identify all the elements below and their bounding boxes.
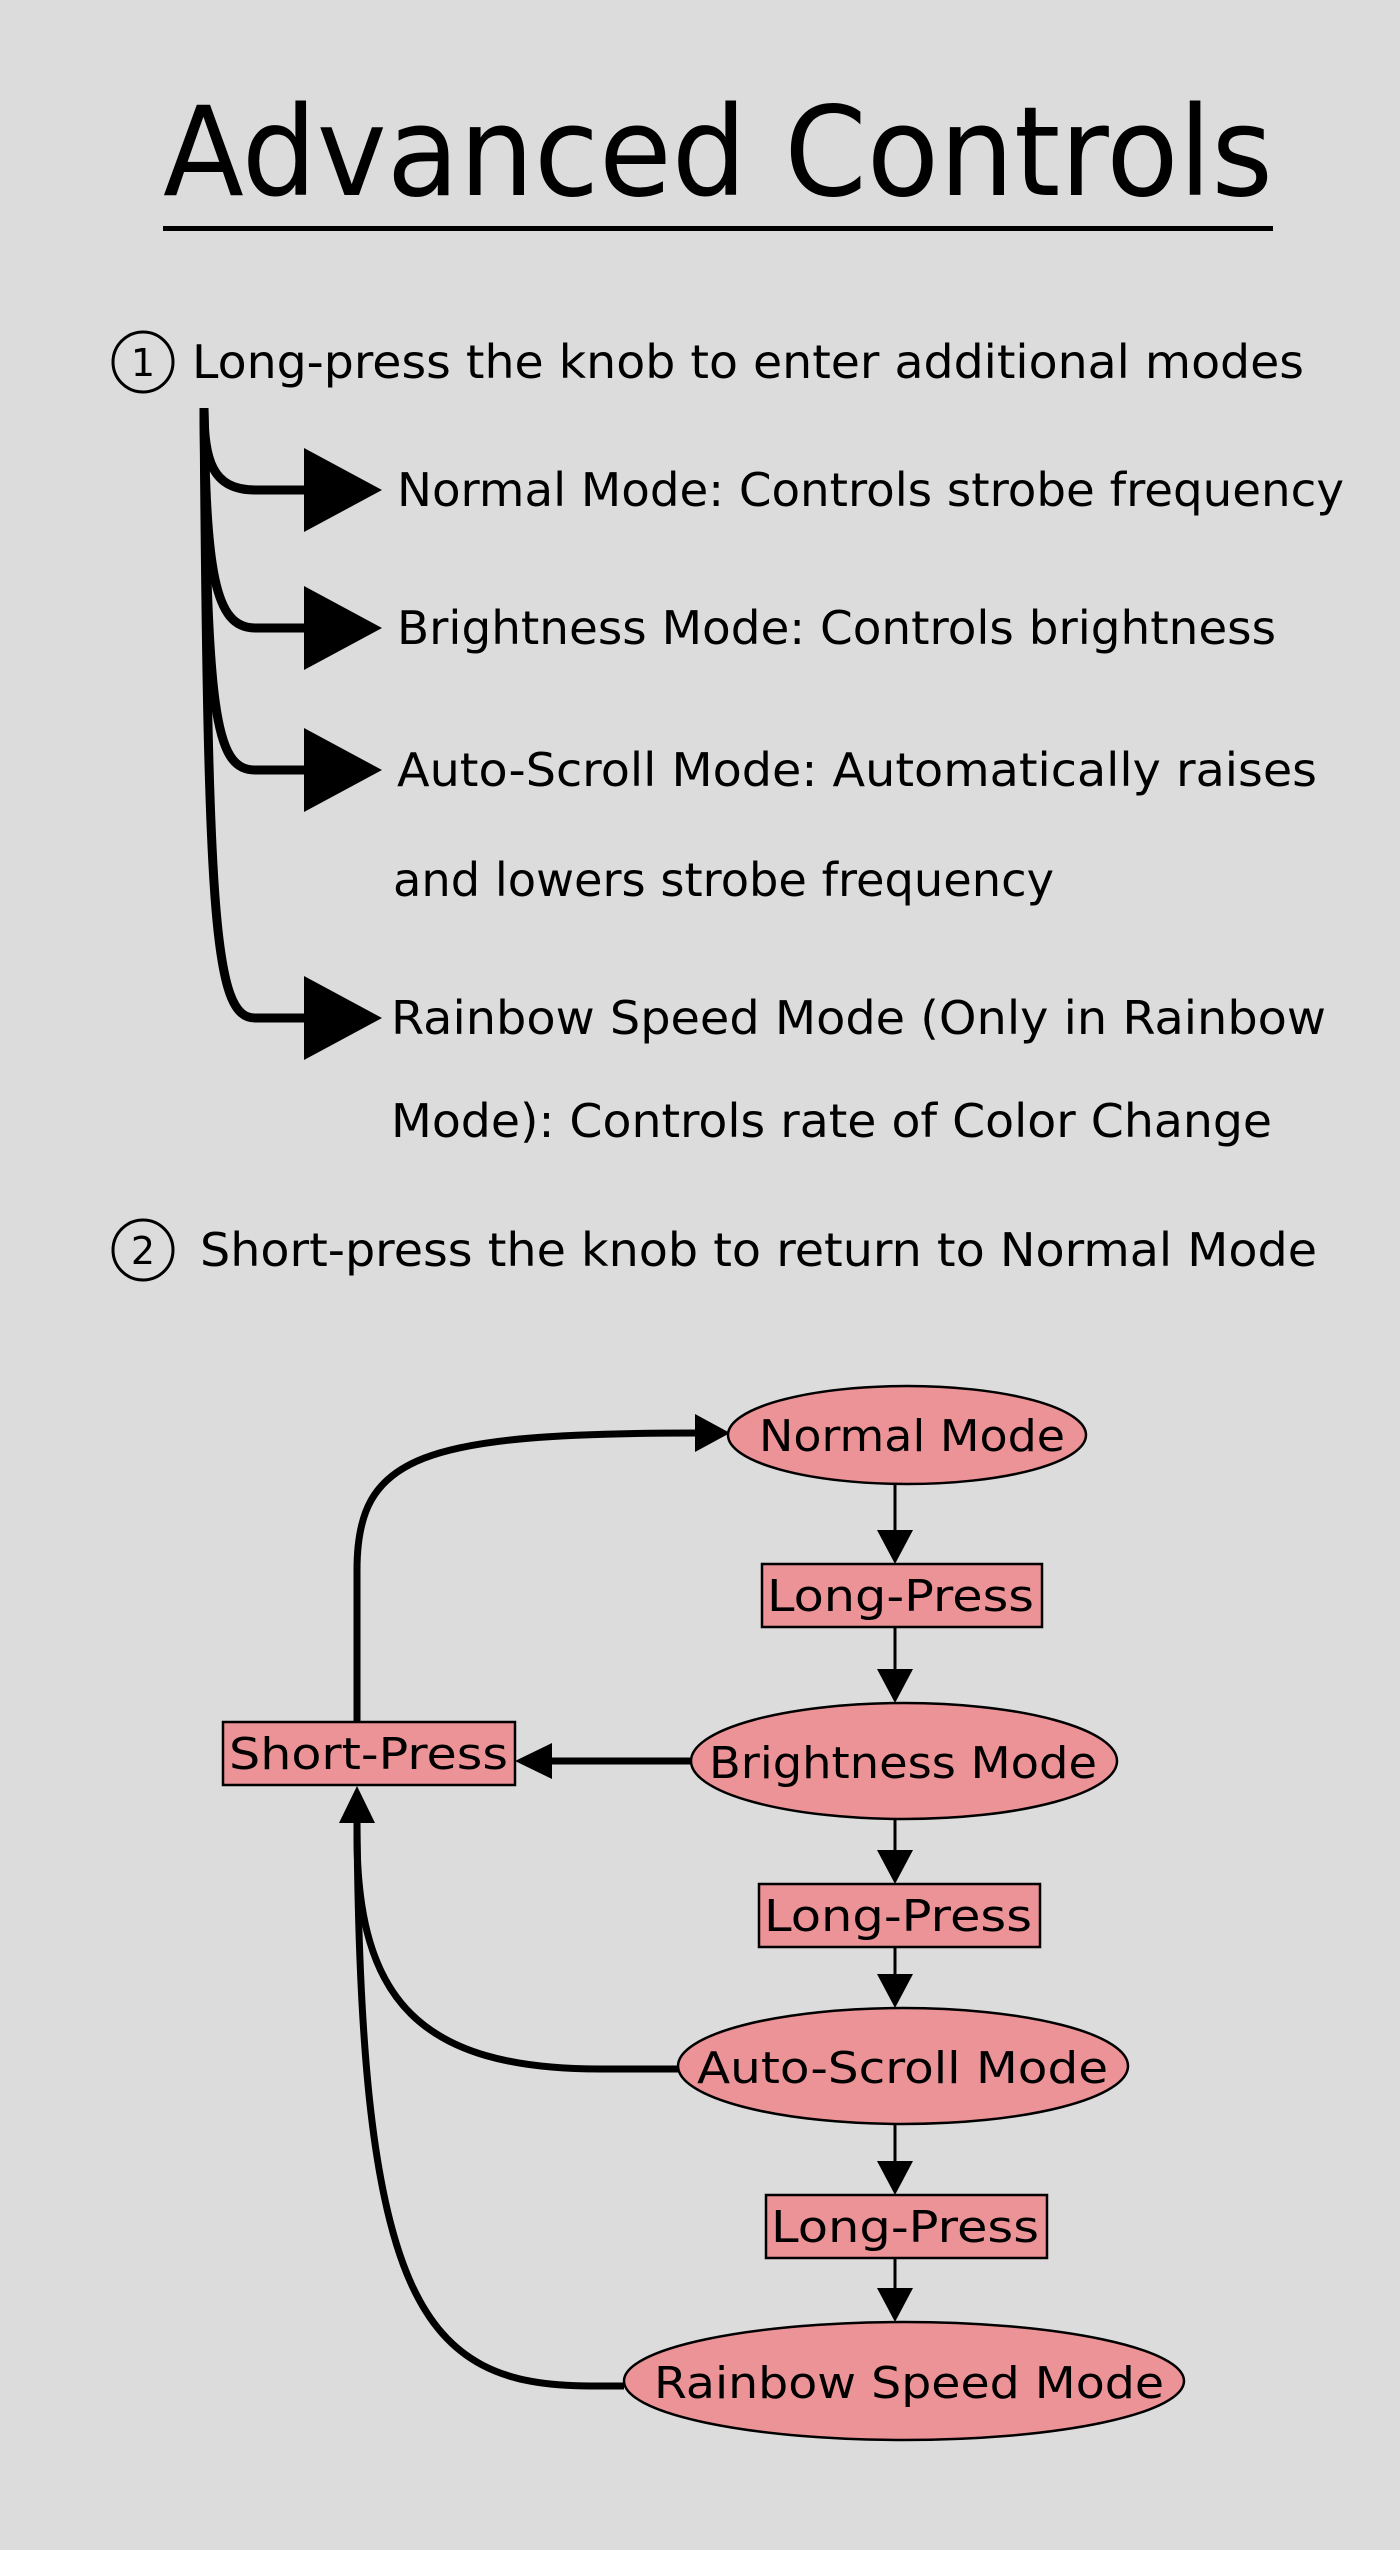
node-shape (676, 2006, 1130, 2126)
arrow-down-icon (877, 1974, 913, 2008)
arrow-down-icon (877, 1530, 913, 1564)
arrow-right-icon (695, 1414, 730, 1452)
mode-branch-tree (199, 407, 312, 1023)
edge-label-long-press-2: Long-Press (757, 1882, 1042, 1949)
arrow-down-icon (877, 2161, 913, 2195)
edge-rainbow-to-short-press (353, 1819, 624, 2390)
mode-description-brightness: Brightness Mode: Controls brightness (397, 601, 1276, 655)
step-text: Short-press the knob to return to Normal… (200, 1223, 1317, 1277)
mode-description-rainbow: Rainbow Speed Mode (Only in Rainbow (391, 991, 1326, 1045)
mode-description-auto-scroll: Auto-Scroll Mode: Automatically raises (397, 743, 1317, 797)
arrow-left-icon (515, 1743, 552, 1779)
step-2: 2 Short-press the knob to return to Norm… (111, 1218, 1317, 1282)
edge-label-box (760, 1562, 1044, 1629)
flow-diagram: Normal Mode Long-Press Brightness Mode S… (221, 1384, 1186, 2442)
edge-short-press-to-normal (353, 1429, 701, 1722)
step-number: 1 (131, 341, 155, 385)
node-label: Rainbow Speed Mode (654, 2358, 1164, 2409)
step-number-circle-icon (111, 330, 175, 394)
step-1: 1 Long-press the knob to enter additiona… (111, 330, 1304, 394)
arrow-down-icon (877, 2288, 913, 2322)
branch-arrowheads (304, 448, 382, 1060)
node-label: Brightness Mode (709, 1738, 1097, 1789)
arrow-right-icon (304, 448, 382, 532)
edge-label-box (221, 1720, 517, 1787)
mode-description-normal: Normal Mode: Controls strobe frequency (397, 463, 1344, 517)
node-normal-mode: Normal Mode (726, 1384, 1088, 1486)
edge-label: Long-Press (771, 2202, 1039, 2253)
title-underline (163, 226, 1273, 231)
mode-description-auto-scroll-cont: and lowers strobe frequency (393, 853, 1054, 907)
node-shape (689, 1701, 1119, 1821)
mode-description-rainbow-cont: Mode): Controls rate of Color Change (391, 1094, 1272, 1148)
node-rainbow-speed-mode: Rainbow Speed Mode (622, 2320, 1186, 2442)
edge-label: Long-Press (764, 1891, 1032, 1942)
step-text: Long-press the knob to enter additional … (192, 335, 1304, 389)
edge-label-box (764, 2193, 1049, 2260)
edge-label-long-press-3: Long-Press (764, 2193, 1049, 2260)
edge-label: Short-Press (229, 1729, 508, 1780)
arrow-down-icon (877, 1850, 913, 1884)
branch-line (199, 407, 312, 1023)
node-label: Normal Mode (759, 1411, 1065, 1462)
step-number: 2 (131, 1229, 155, 1273)
node-shape (726, 1384, 1088, 1486)
arrow-down-icon (877, 1669, 913, 1703)
step-number-circle-icon (111, 1218, 175, 1282)
node-auto-scroll-mode: Auto-Scroll Mode (676, 2006, 1130, 2126)
node-brightness-mode: Brightness Mode (689, 1701, 1119, 1821)
arrow-right-icon (304, 586, 382, 670)
edge-label-box (757, 1882, 1042, 1949)
node-shape (622, 2320, 1186, 2442)
edge-label-short-press: Short-Press (221, 1720, 517, 1787)
arrow-right-icon (304, 976, 382, 1060)
arrow-right-icon (304, 728, 382, 812)
page-title: Advanced Controls (163, 81, 1273, 225)
edge-label: Long-Press (767, 1571, 1034, 1622)
edge-label-long-press-1: Long-Press (760, 1562, 1044, 1629)
node-label: Auto-Scroll Mode (697, 2043, 1108, 2094)
arrow-up-icon (339, 1786, 375, 1823)
